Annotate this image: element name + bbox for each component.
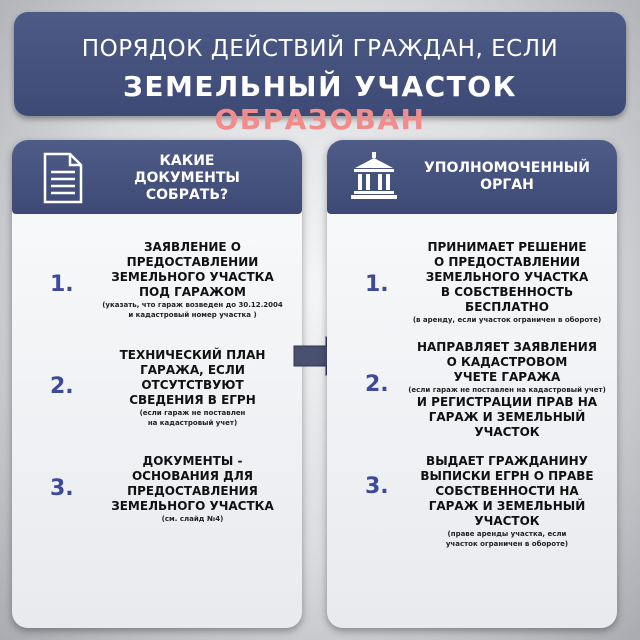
item-text-line: ЗЕМЕЛЬНОГО УЧАСТКА bbox=[111, 499, 274, 513]
item-text-line: ГАРАЖ И ЗЕМЕЛЬНЫЙ bbox=[428, 499, 586, 513]
title-banner: ПОРЯДОК ДЕЙСТВИЙ ГРАЖДАН, ЕСЛИ ЗЕМЕЛЬНЫЙ… bbox=[14, 12, 626, 136]
item-text-line: ТЕХНИЧЕСКИЙ ПЛАН bbox=[119, 348, 266, 362]
item-text-line: О ПРЕДОСТАВЛЕНИИ bbox=[433, 255, 581, 269]
item-text-line: ЗЕМЕЛЬНОГО УЧАСТКА bbox=[425, 270, 589, 284]
document-icon bbox=[43, 152, 83, 204]
item-note: (если гараж не поставлен на кадастровый … bbox=[408, 386, 606, 394]
item-note: (указать, что гараж возведен до 30.12.20… bbox=[102, 301, 283, 309]
documents-panel-header: КАКИЕ ДОКУМЕНТЫ СОБРАТЬ? bbox=[12, 140, 302, 214]
item-text: ДОКУМЕНТЫ - ОСНОВАНИЯ ДЛЯ ПРЕДОСТАВЛЕНИЯ… bbox=[90, 454, 295, 524]
government-building-icon bbox=[351, 152, 397, 199]
authority-panel: УПОЛНОМОЧЕННЫЙ ОРГАН 1. ПРИНИМАЕТ РЕШЕНИ… bbox=[327, 140, 617, 628]
title-accent: ОБРАЗОВАН bbox=[214, 103, 426, 136]
item-text-line: ЗАЯВЛЕНИЕ О bbox=[143, 240, 242, 254]
item-note: (праве аренды участка, если bbox=[447, 530, 567, 538]
item-text-line: ОТСУТСТВУЮТ bbox=[141, 378, 244, 392]
documents-panel-title: КАКИЕ ДОКУМЕНТЫ СОБРАТЬ? bbox=[102, 153, 272, 204]
item-text: ПРИНИМАЕТ РЕШЕНИЕ О ПРЕДОСТАВЛЕНИИ ЗЕМЕЛ… bbox=[402, 240, 612, 325]
item-text: ЗАЯВЛЕНИЕ О ПРЕДОСТАВЛЕНИИ ЗЕМЕЛЬНОГО УЧ… bbox=[90, 240, 295, 320]
title-line-1: ПОРЯДОК ДЕЙСТВИЙ ГРАЖДАН, ЕСЛИ bbox=[81, 36, 559, 62]
item-text-line: УЧАСТОК bbox=[474, 514, 540, 528]
item-text-line: ПРЕДОСТАВЛЕНИЯ bbox=[127, 484, 258, 498]
item-text-line: В СОБСТВЕННОСТЬ bbox=[440, 285, 574, 299]
item-number: 3. bbox=[50, 476, 74, 501]
item-text-line: БЕСПЛАТНО bbox=[465, 300, 549, 314]
item-note: на кадастровый учет) bbox=[147, 419, 238, 427]
title-main: ЗЕМЕЛЬНЫЙ УЧАСТОК bbox=[123, 70, 517, 103]
item-text-line: ДОКУМЕНТЫ - bbox=[142, 454, 243, 468]
item-text-line: ПОД ГАРАЖОМ bbox=[139, 285, 246, 299]
item-note: (см. слайд №4) bbox=[161, 515, 224, 523]
item-text-line: ЗЕМЕЛЬНОГО УЧАСТКА bbox=[111, 270, 274, 284]
item-note: (в аренду, если участок ограничен в обор… bbox=[412, 316, 602, 324]
authority-panel-header: УПОЛНОМОЧЕННЫЙ ОРГАН bbox=[327, 140, 617, 214]
item-text-line: ПРЕДОСТАВЛЕНИИ bbox=[126, 255, 259, 269]
item-text-line: ПРИНИМАЕТ РЕШЕНИЕ bbox=[427, 240, 587, 254]
documents-title-line-3: СОБРАТЬ? bbox=[145, 187, 229, 203]
item-text-line: О КАДАСТРОВОМ bbox=[446, 355, 568, 369]
item-text-line: ВЫДАЕТ ГРАЖДАНИНУ bbox=[426, 454, 588, 468]
item-number: 2. bbox=[50, 374, 74, 399]
item-number: 3. bbox=[365, 474, 389, 499]
item-text-line: НАПРАВЛЯЕТ ЗАЯВЛЕНИЯ bbox=[416, 340, 598, 354]
authority-title-line-1: УПОЛНОМОЧЕННЫЙ bbox=[423, 160, 591, 176]
documents-title-line-2: ДОКУМЕНТЫ bbox=[134, 170, 240, 186]
item-text-line: И РЕГИСТРАЦИИ ПРАВ НА bbox=[416, 395, 598, 409]
documents-title-line-1: КАКИЕ bbox=[159, 153, 215, 169]
item-number: 1. bbox=[365, 272, 389, 297]
item-text: НАПРАВЛЯЕТ ЗАЯВЛЕНИЯ О КАДАСТРОВОМ УЧЕТЕ… bbox=[402, 340, 612, 440]
item-text-line: ВЫПИСКИ ЕГРН О ПРАВЕ bbox=[420, 469, 594, 483]
item-number: 1. bbox=[50, 272, 74, 297]
item-text-line: ОСНОВАНИЯ ДЛЯ bbox=[131, 469, 254, 483]
item-text-line: УЧАСТОК bbox=[474, 425, 540, 439]
item-text-line: СВЕДЕНИЯ В ЕГРН bbox=[129, 393, 256, 407]
item-text-line: СОБСТВЕННОСТИ НА bbox=[435, 484, 579, 498]
authority-title-line-2: ОРГАН bbox=[480, 177, 534, 193]
item-note: и кадастровый номер участка ) bbox=[128, 311, 257, 319]
item-text-line: ГАРАЖ И ЗЕМЕЛЬНЫЙ bbox=[428, 410, 586, 424]
documents-panel: КАКИЕ ДОКУМЕНТЫ СОБРАТЬ? 1. ЗАЯВЛЕНИЕ О … bbox=[12, 140, 302, 628]
item-text-line: ГАРАЖА, ЕСЛИ bbox=[140, 363, 245, 377]
item-text: ВЫДАЕТ ГРАЖДАНИНУ ВЫПИСКИ ЕГРН О ПРАВЕ С… bbox=[402, 454, 612, 549]
item-note: участок ограничен в обороте) bbox=[445, 540, 569, 548]
item-number: 2. bbox=[365, 372, 389, 397]
item-text-line: УЧЕТЕ ГАРАЖА bbox=[453, 370, 561, 384]
item-text: ТЕХНИЧЕСКИЙ ПЛАН ГАРАЖА, ЕСЛИ ОТСУТСТВУЮ… bbox=[90, 348, 295, 428]
title-line-2: ЗЕМЕЛЬНЫЙ УЧАСТОК ОБРАЗОВАН bbox=[14, 70, 626, 136]
item-note: (если гараж не поставлен bbox=[139, 409, 246, 417]
authority-panel-title: УПОЛНОМОЧЕННЫЙ ОРГАН bbox=[407, 160, 607, 194]
